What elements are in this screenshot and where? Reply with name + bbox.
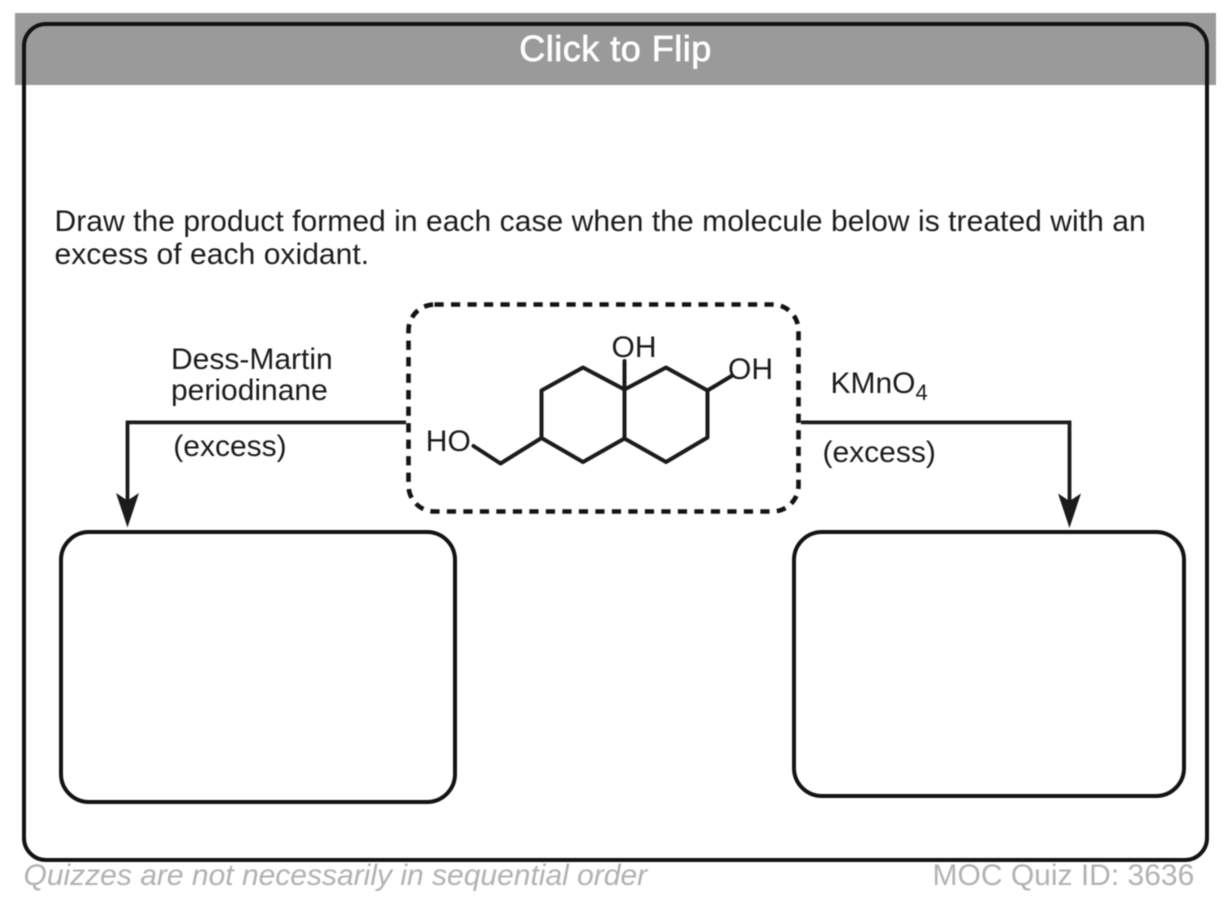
- svg-text:OH: OH: [612, 331, 657, 364]
- svg-text:HO: HO: [426, 425, 471, 458]
- svg-text:OH: OH: [728, 353, 773, 386]
